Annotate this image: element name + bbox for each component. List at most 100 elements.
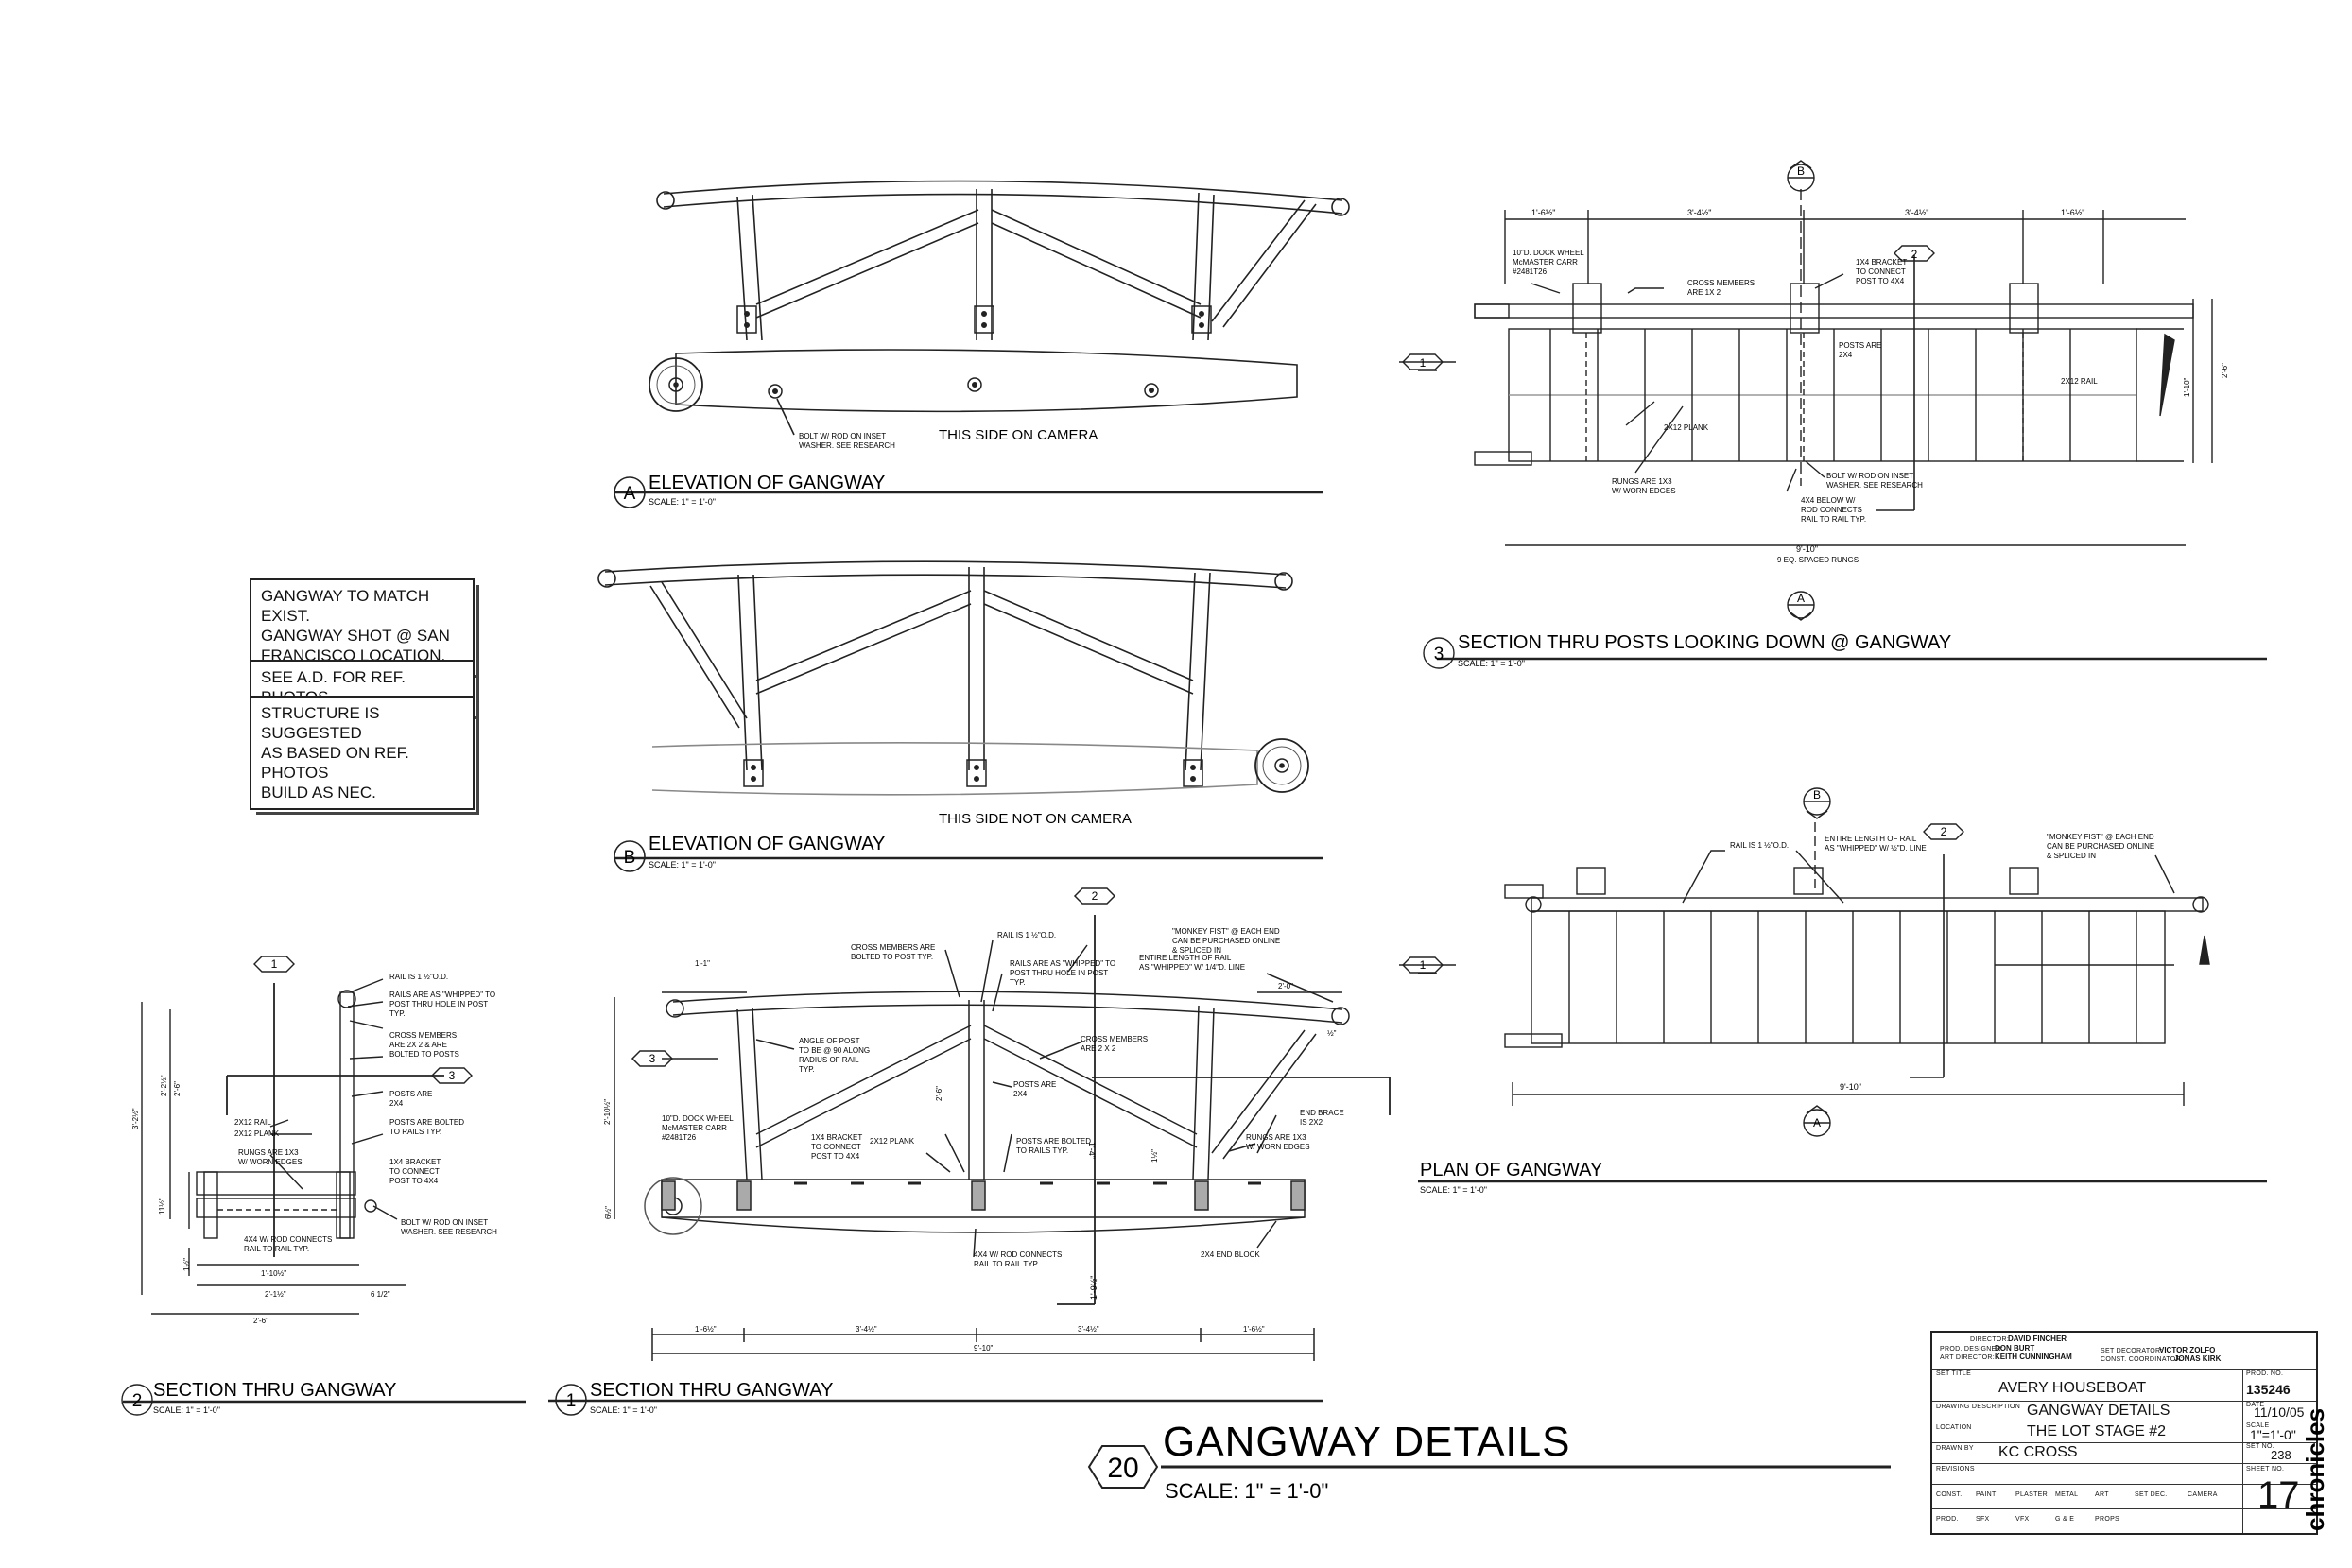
section-2-dim-3: 2'-6" xyxy=(253,1317,268,1325)
elevation-b-scale: SCALE: 1" = 1'-0" xyxy=(649,860,716,870)
section-3-dim-right-1: 1'-10" xyxy=(2183,377,2191,397)
date-value: 11/10/05 xyxy=(2254,1404,2305,1420)
scale-value: 1"=1'-0" xyxy=(2250,1427,2296,1442)
section-2-note-1: RAIL IS 1 ½"O.D. xyxy=(389,973,448,981)
plan-title: PLAN OF GANGWAY xyxy=(1420,1160,1602,1180)
section-1-marker-2: 2 xyxy=(1092,889,1098,903)
brand-text: chronicles xyxy=(2303,1408,2329,1531)
section-1-end-block-note: 2X4 END BLOCK xyxy=(1201,1250,1260,1259)
section-2-title: SECTION THRU GANGWAY xyxy=(153,1380,396,1401)
section-2-dim-4: 6 1/2" xyxy=(371,1290,390,1299)
sheet-no-value: 17 xyxy=(2257,1474,2300,1516)
set-title-value: AVERY HOUSEBOAT xyxy=(1998,1380,2147,1396)
section-2-left-note-1: 2X12 RAIL xyxy=(234,1118,271,1127)
section-3-dim-bottom: 9'-10" xyxy=(1796,544,1818,554)
section-1-plank-note: 2X12 PLANK xyxy=(870,1137,915,1146)
section-1-dim-bottom-1: 1'-6½" xyxy=(695,1325,717,1334)
section-3-dim-1: 1'-6½" xyxy=(1531,208,1555,217)
section-3-dim-right-2: 2'-6" xyxy=(2221,363,2229,378)
section-1-view-marker: 1 xyxy=(566,1391,577,1411)
section-1-dim-bottom-4: 1'-6½" xyxy=(1243,1325,1265,1334)
section-1-dim-side-7: ½" xyxy=(1327,1029,1337,1038)
section-2-marker-3: 3 xyxy=(449,1069,456,1082)
drawing-description-value: GANGWAY DETAILS xyxy=(2027,1403,2170,1419)
plan-marker-b: B xyxy=(1813,788,1821,801)
section-1-dim-side-4: 1½" xyxy=(1150,1149,1159,1163)
elevation-b-caption: THIS SIDE NOT ON CAMERA xyxy=(939,811,1132,827)
elevation-b-drawing xyxy=(597,560,1323,872)
section-3-dim-2: 3'-4½" xyxy=(1687,208,1711,217)
section-1-dim-side-1: 2'-10½" xyxy=(603,1099,612,1125)
section-2-dim-2: 2'-1½" xyxy=(265,1290,286,1299)
section-2-dim-8: 11½" xyxy=(158,1198,166,1215)
section-1-dim-top-2: 2'-0" xyxy=(1278,982,1293,991)
section-3-marker-b-top: B xyxy=(1797,164,1805,178)
plan-marker-2: 2 xyxy=(1941,825,1947,838)
elevation-a-scale: SCALE: 1" = 1'-0" xyxy=(649,497,716,507)
section-1-dim-side-2: 2'-6" xyxy=(935,1086,943,1101)
section-1-dim-side-5: 1'-9½" xyxy=(1089,1276,1098,1300)
section-1-scale: SCALE: 1" = 1'-0" xyxy=(590,1405,657,1415)
section-2-dim-7: 2'-2½" xyxy=(160,1075,168,1096)
section-1-title: SECTION THRU GANGWAY xyxy=(590,1380,833,1401)
section-1-dim-bottom-3: 3'-4½" xyxy=(1078,1325,1099,1334)
set-decorator-value: VICTOR ZOLFO xyxy=(2159,1346,2216,1354)
section-1-marker-3: 3 xyxy=(649,1052,656,1065)
section-3-marker-2: 2 xyxy=(1911,248,1918,261)
elevation-a-caption: THIS SIDE ON CAMERA xyxy=(939,427,1098,443)
section-1-dim-total: 9'-10" xyxy=(974,1344,994,1353)
prod-no-value: 135246 xyxy=(2246,1382,2291,1397)
set-no-value: 238 xyxy=(2271,1448,2291,1462)
const-coordinator-value: JONAS KIRK xyxy=(2174,1354,2222,1363)
sheet-title: GANGWAY DETAILS xyxy=(1163,1419,1570,1465)
section-2-dim-5: 3'-2½" xyxy=(131,1108,140,1129)
plan-drawing xyxy=(1399,787,2267,1183)
chronicles-logo: chronicles xyxy=(2303,1408,2329,1531)
section-1-dim-bottom-2: 3'-4½" xyxy=(856,1325,877,1334)
section-3-marker-1: 1 xyxy=(1420,356,1427,370)
elevation-b-marker: B xyxy=(624,848,636,868)
elevation-a-title: ELEVATION OF GANGWAY xyxy=(649,473,885,493)
section-1-rail-note: RAIL IS 1 ½"O.D. xyxy=(997,931,1056,939)
section-1-dim-top-1: 1'-1" xyxy=(695,959,710,968)
section-3-marker-a-bottom: A xyxy=(1797,592,1805,605)
section-2-marker-1: 1 xyxy=(271,957,278,971)
section-1-drawing xyxy=(548,887,1391,1416)
section-3-view-marker: 3 xyxy=(1434,645,1444,664)
section-2-scale: SCALE: 1" = 1'-0" xyxy=(153,1405,220,1415)
section-2-drawing xyxy=(121,956,526,1416)
section-3-plank-label: 2X12 PLANK xyxy=(1664,423,1709,432)
plan-marker-a: A xyxy=(1813,1116,1821,1129)
plan-rail-note: RAIL IS 1 ½"O.D. xyxy=(1730,841,1789,850)
section-3-drawing xyxy=(1399,160,2267,669)
title-block: DIRECTOR: DAVID FINCHER PROD. DESIGNER: … xyxy=(1930,1331,2318,1535)
elevation-a-marker: A xyxy=(624,484,636,504)
section-3-title: SECTION THRU POSTS LOOKING DOWN @ GANGWA… xyxy=(1458,632,1951,653)
